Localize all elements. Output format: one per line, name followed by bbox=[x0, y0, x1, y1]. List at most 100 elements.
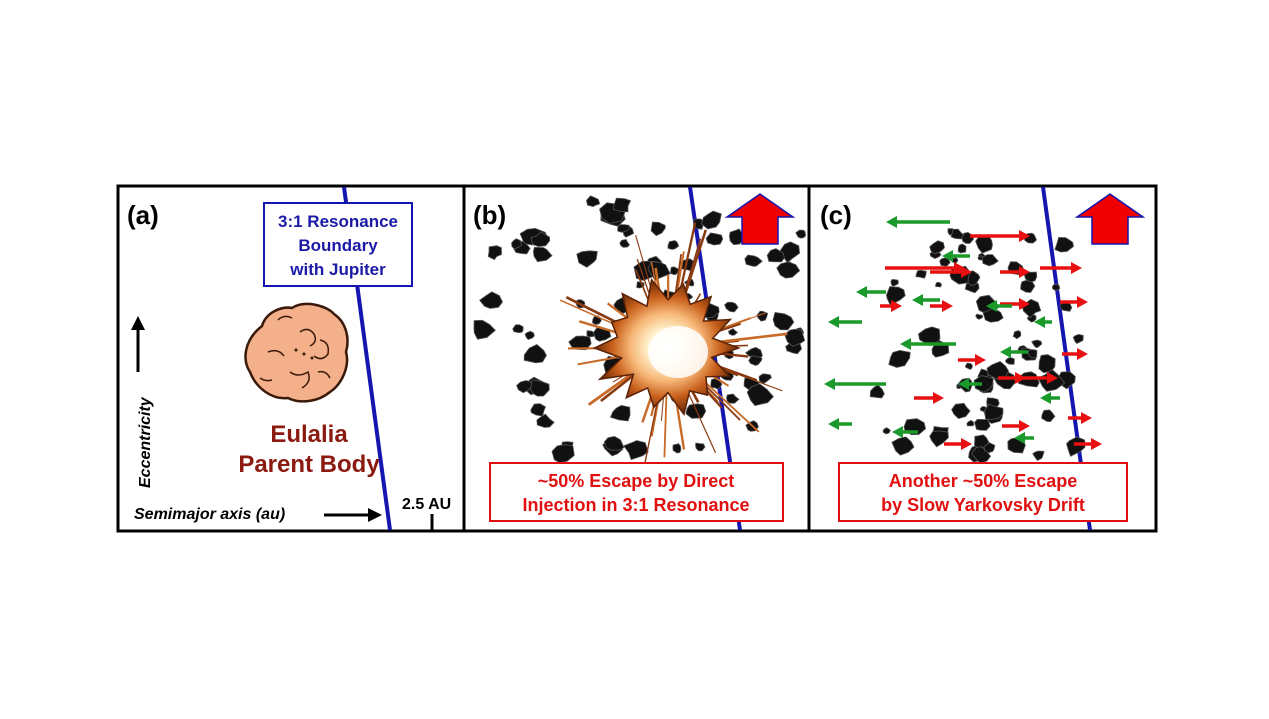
red-drift-arrow-icon bbox=[1040, 262, 1082, 274]
asteroid-fragment-icon bbox=[1066, 436, 1086, 457]
asteroid-fragment-icon bbox=[748, 355, 763, 366]
asteroid-fragment-icon bbox=[650, 221, 666, 237]
parent-body-icon bbox=[244, 302, 349, 403]
asteroid-fragment-icon bbox=[1054, 236, 1074, 253]
green-drift-arrow-icon bbox=[856, 286, 886, 298]
asteroid-fragment-icon bbox=[568, 335, 592, 351]
green-drift-arrow-icon bbox=[1014, 432, 1034, 444]
asteroid-fragment-icon bbox=[973, 375, 994, 393]
asteroid-fragment-icon bbox=[772, 312, 795, 331]
yarkovsky-arrows bbox=[824, 216, 1102, 450]
asteroid-fragment-icon bbox=[479, 291, 503, 309]
green-drift-arrow-icon bbox=[942, 250, 970, 262]
debris-field-c bbox=[869, 228, 1086, 464]
asteroid-fragment-icon bbox=[473, 319, 496, 340]
caption-c-line-1: Another ~50% Escape bbox=[889, 471, 1078, 491]
asteroid-fragment-icon bbox=[532, 246, 553, 263]
asteroid-fragment-icon bbox=[983, 442, 996, 454]
asteroid-fragment-icon bbox=[613, 197, 632, 213]
asteroid-fragment-icon bbox=[974, 418, 991, 431]
asteroid-fragment-icon bbox=[975, 313, 984, 320]
green-drift-arrow-icon bbox=[900, 338, 956, 350]
asteroid-fragment-icon bbox=[929, 430, 949, 448]
red-drift-arrow-icon bbox=[1074, 438, 1102, 450]
asteroid-fragment-icon bbox=[623, 440, 649, 461]
asteroid-fragment-icon bbox=[935, 281, 942, 288]
asteroid-fragment-icon bbox=[576, 250, 598, 268]
caption-box-c bbox=[838, 462, 1128, 522]
x-axis-arrow-icon bbox=[324, 508, 382, 522]
resonance-box bbox=[263, 202, 413, 287]
panel-b bbox=[473, 186, 807, 531]
panel-a: (a) 3:1 Resonance Boundary with Jupiter … bbox=[127, 186, 451, 531]
resonance-box-line-3: with Jupiter bbox=[289, 260, 386, 279]
asteroid-fragment-icon bbox=[957, 243, 967, 254]
green-drift-arrow-icon bbox=[1034, 316, 1052, 328]
asteroid-fragment-icon bbox=[530, 231, 550, 248]
asteroid-fragment-icon bbox=[882, 427, 891, 435]
asteroid-fragment-icon bbox=[758, 373, 772, 384]
y-axis-label: Eccentricity bbox=[137, 396, 154, 488]
asteroid-fragment-icon bbox=[551, 444, 575, 464]
asteroid-fragment-icon bbox=[705, 232, 724, 246]
asteroid-fragment-icon bbox=[516, 380, 532, 394]
red-drift-arrow-icon bbox=[958, 354, 986, 366]
asteroid-fragment-icon bbox=[685, 403, 707, 419]
caption-box-b bbox=[489, 462, 784, 522]
asteroid-fragment-icon bbox=[1051, 283, 1061, 291]
red-drift-arrow-icon bbox=[970, 230, 1030, 242]
red-drift-arrow-icon bbox=[930, 266, 972, 278]
asteroid-fragment-icon bbox=[795, 229, 807, 239]
asteroid-fragment-icon bbox=[727, 328, 739, 336]
asteroid-fragment-icon bbox=[1032, 450, 1045, 462]
green-drift-arrow-icon bbox=[886, 216, 950, 228]
green-drift-arrow-icon bbox=[1000, 346, 1028, 358]
asteroid-fragment-icon bbox=[1031, 339, 1043, 349]
asteroid-fragment-icon bbox=[975, 234, 993, 254]
asteroid-fragment-icon bbox=[487, 245, 502, 261]
asteroid-fragment-icon bbox=[586, 195, 601, 208]
red-up-arrow-icon bbox=[724, 193, 796, 245]
green-drift-arrow-icon bbox=[828, 418, 852, 430]
asteroid-fragment-icon bbox=[869, 384, 885, 399]
panel-b-label: (b) bbox=[473, 200, 506, 230]
asteroid-fragment-icon bbox=[586, 330, 596, 338]
asteroid-fragment-icon bbox=[984, 403, 1004, 420]
green-drift-arrow-icon bbox=[824, 378, 886, 390]
asteroid-fragment-icon bbox=[776, 261, 801, 279]
green-drift-arrow-icon bbox=[1040, 392, 1060, 404]
red-drift-arrow-icon bbox=[1000, 266, 1030, 278]
asteroid-fragment-icon bbox=[966, 420, 975, 427]
red-drift-arrow-icon bbox=[1062, 348, 1088, 360]
asteroid-fragment-icon bbox=[1012, 330, 1022, 340]
asteroid-fragment-icon bbox=[964, 362, 973, 370]
red-drift-arrow-icon bbox=[914, 392, 944, 404]
red-drift-arrow-icon bbox=[1000, 298, 1030, 310]
asteroid-fragment-icon bbox=[915, 269, 927, 279]
asteroid-fragment-icon bbox=[766, 248, 785, 263]
asteroid-fragment-icon bbox=[617, 224, 630, 233]
panel-a-label: (a) bbox=[127, 200, 159, 230]
asteroid-fragment-icon bbox=[603, 435, 625, 451]
asteroid-fragment-icon bbox=[888, 349, 911, 368]
au-marker-label: 2.5 AU bbox=[402, 496, 451, 513]
body-name-line-1: Eulalia bbox=[270, 421, 348, 448]
asteroid-fragment-icon bbox=[511, 238, 523, 250]
asteroid-fragment-icon bbox=[619, 238, 631, 248]
green-drift-arrow-icon bbox=[958, 378, 982, 390]
asteroid-fragment-icon bbox=[1005, 357, 1015, 365]
caption-b-line-2: Injection in 3:1 Resonance bbox=[522, 495, 749, 515]
asteroid-fragment-icon bbox=[700, 210, 722, 230]
red-drift-arrow-icon bbox=[930, 300, 953, 312]
red-drift-arrow-icon bbox=[880, 300, 902, 312]
asteroid-fragment-icon bbox=[524, 330, 535, 340]
asteroid-fragment-icon bbox=[982, 307, 1004, 323]
asteroid-fragment-icon bbox=[744, 254, 763, 267]
asteroid-fragment-icon bbox=[670, 266, 679, 276]
green-drift-arrow-icon bbox=[912, 294, 940, 306]
asteroid-fragment-icon bbox=[891, 436, 915, 456]
asteroid-fragment-icon bbox=[695, 442, 706, 452]
asteroid-fragment-icon bbox=[981, 254, 999, 267]
asteroid-fragment-icon bbox=[523, 344, 547, 364]
